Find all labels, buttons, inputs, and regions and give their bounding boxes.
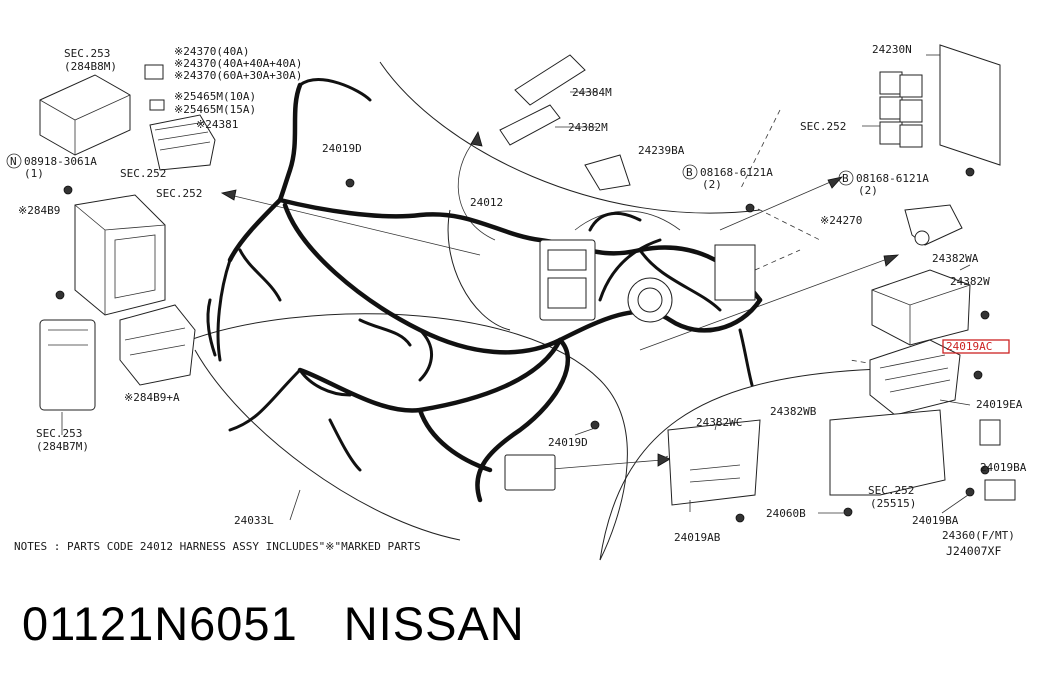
label-24019ac-highlighted: 24019AC: [946, 340, 992, 353]
label-284b9: ※284B9: [18, 204, 60, 217]
label-sec252-a: SEC.252: [120, 167, 166, 180]
label-25465-a: ※25465M(10A): [174, 90, 256, 103]
label-24019d-top: 24019D: [322, 142, 362, 155]
label-24012: 24012: [470, 196, 503, 209]
label-sec253-bot: SEC.253: [36, 427, 82, 440]
label-24019ba-a: 24019BA: [980, 461, 1027, 474]
label-24382wb: 24382WB: [770, 405, 817, 418]
diagram-code: J24007XF: [946, 544, 1001, 558]
label-24239ba: 24239BA: [638, 144, 685, 157]
label-24382wc: 24382WC: [696, 416, 742, 429]
label-24360: 24360(F/MT): [942, 529, 1015, 542]
label-08168-a: 08168-6121A: [700, 166, 773, 179]
label-08168-b: 08168-6121A: [856, 172, 929, 185]
circle-b-glyph: B: [686, 166, 693, 179]
bolt-markers: [55, 167, 990, 523]
relay-stack: [879, 71, 923, 148]
label-24382wa: 24382WA: [932, 252, 979, 265]
label-sec252-b: SEC.252: [156, 187, 202, 200]
label-24382m: 24382M: [568, 121, 608, 134]
circle-b-glyph: B: [842, 172, 849, 185]
part-number: 01121N6051: [22, 597, 298, 650]
label-sec252-c-code: (25515): [870, 497, 916, 510]
label-08168-b-qty: (2): [858, 184, 878, 197]
label-24370-a: ※24370(40A): [174, 45, 249, 58]
label-24019ab: 24019AB: [674, 531, 721, 544]
label-sec252-c: SEC.252: [868, 484, 914, 497]
label-sec253-bot-code: (284B7M): [36, 440, 89, 453]
brand-name: NISSAN: [343, 597, 525, 650]
label-24060b: 24060B: [766, 507, 806, 520]
label-24019d-bot: 24019D: [548, 436, 588, 449]
label-284b9a: ※284B9+A: [124, 391, 180, 404]
label-08918-qty: (1): [24, 167, 44, 180]
wiring-harness-diagram: N B B SEC.253 (284B8M) ※24370(40A) ※2437…: [6, 43, 1027, 561]
label-24019ea: 24019EA: [976, 398, 1023, 411]
label-sec253-top-code: (284B8M): [64, 60, 117, 73]
label-sec252-right: SEC.252: [800, 120, 846, 133]
label-24382w: 24382W: [950, 275, 990, 288]
label-sec253-top: SEC.253: [64, 47, 110, 60]
label-24019ba-b: 24019BA: [912, 514, 959, 527]
label-24381: ※24381: [196, 118, 238, 131]
label-24270: ※24270: [820, 214, 862, 227]
notes-text: NOTES : PARTS CODE 24012 HARNESS ASSY IN…: [14, 540, 421, 553]
highlight-box: [942, 339, 1010, 354]
label-08918: 08918-3061A: [24, 155, 97, 168]
label-24370-b: ※24370(40A+40A+40A): [174, 57, 302, 70]
label-24384m: 24384M: [572, 86, 612, 99]
label-24230n: 24230N: [872, 43, 912, 56]
label-25465-b: ※25465M(15A): [174, 103, 256, 116]
label-24033l: 24033L: [234, 514, 274, 527]
circle-n-glyph: N: [10, 155, 17, 168]
footer: 01121N6051 NISSAN: [22, 596, 525, 651]
label-24370-c: ※24370(60A+30A+30A): [174, 69, 302, 82]
label-08168-a-qty: (2): [702, 178, 722, 191]
